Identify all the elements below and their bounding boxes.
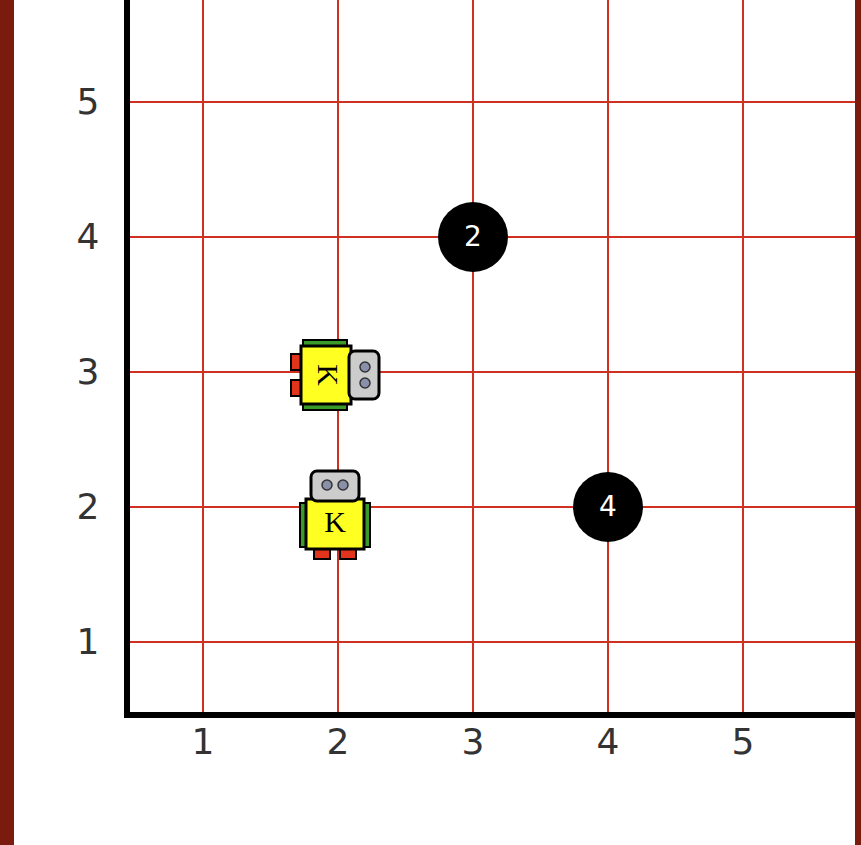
beeper-circle: 2 (438, 202, 508, 272)
robot-letter: K (313, 339, 343, 411)
robot-head (311, 471, 359, 501)
robot-eye (360, 362, 370, 372)
y-axis-number: 2 (77, 489, 100, 525)
x-axis-number: 2 (327, 724, 350, 760)
x-axis-number: 4 (597, 724, 620, 760)
robot-eye (360, 378, 370, 388)
y-axis (124, 0, 130, 718)
karel-robot: K (299, 469, 371, 561)
robot-eye (322, 480, 332, 490)
grid-lines (130, 0, 855, 713)
x-axis-number: 3 (462, 724, 485, 760)
x-axis-number: 5 (732, 724, 755, 760)
x-axis (124, 712, 855, 718)
y-axis-number: 1 (77, 624, 100, 660)
beeper-count: 2 (464, 223, 482, 251)
robot-head (349, 351, 379, 399)
karel-robot: K (289, 339, 381, 411)
beeper-count: 4 (599, 493, 617, 521)
world-background (14, 0, 855, 845)
robot-eye (338, 480, 348, 490)
beeper-circle: 4 (573, 472, 643, 542)
y-axis-number: 5 (77, 84, 100, 120)
y-axis-number: 3 (77, 354, 100, 390)
x-axis-number: 1 (192, 724, 215, 760)
robot-letter: K (299, 507, 371, 537)
y-axis-number: 4 (77, 219, 100, 255)
